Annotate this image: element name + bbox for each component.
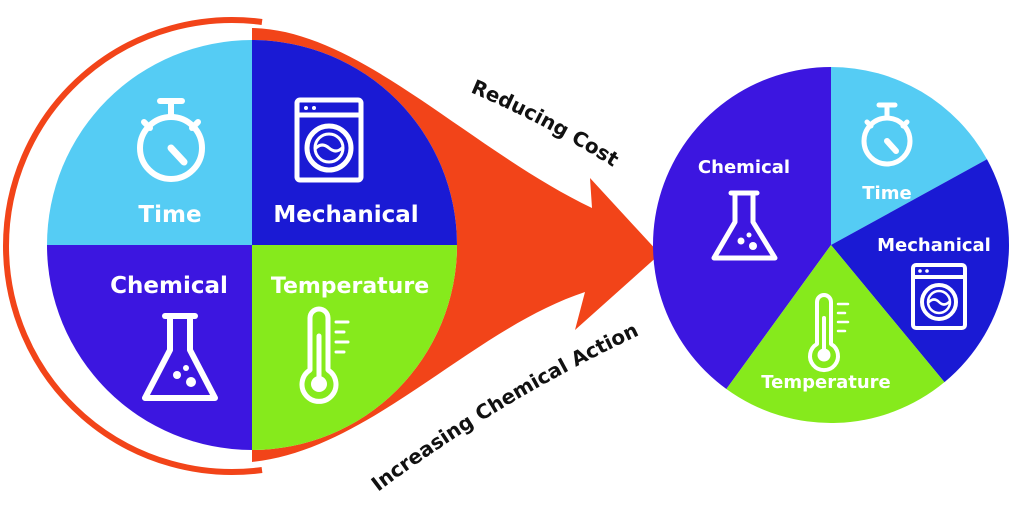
- right-washing-machine-icon: [911, 263, 967, 330]
- right-slice-temperature: [726, 245, 945, 424]
- right-label-time: Time: [862, 183, 911, 204]
- stopwatch-icon: [137, 98, 205, 182]
- right-label-temperature: Temperature: [761, 372, 890, 393]
- right-label-chemical: Chemical: [698, 157, 790, 178]
- right-label-mechanical: Mechanical: [877, 235, 991, 256]
- right-flask-icon: [711, 190, 778, 261]
- washing-machine-icon: [294, 97, 364, 183]
- left-wheel: [47, 40, 457, 450]
- right-slice-chemical: [652, 67, 831, 390]
- right-stopwatch-icon: [861, 102, 913, 167]
- left-label-temperature: Temperature: [271, 274, 429, 299]
- left-label-chemical: Chemical: [110, 273, 228, 299]
- thermometer-icon: [299, 306, 350, 404]
- arrow-body: [252, 28, 660, 462]
- right-thermometer-icon: [808, 293, 850, 373]
- arrow-outer-ring: [3, 17, 263, 475]
- right-slice-time: [831, 67, 987, 245]
- transition-arrow: [3, 17, 660, 475]
- left-label-mechanical: Mechanical: [273, 202, 418, 228]
- flask-icon: [142, 313, 218, 401]
- left-label-time: Time: [138, 202, 201, 228]
